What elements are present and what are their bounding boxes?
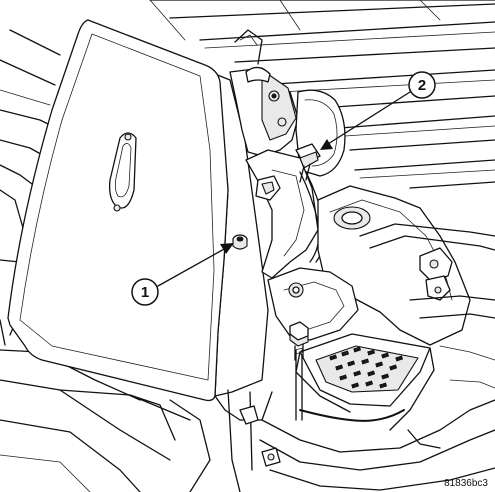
floor-rail-assembly	[267, 185, 495, 421]
bolt-fastener-lower	[289, 321, 309, 361]
grate-holes	[329, 346, 404, 389]
grated-plate	[295, 333, 435, 431]
callout-1-leader	[157, 243, 234, 287]
callout-2: 2	[408, 71, 436, 99]
cover-panel	[7, 19, 269, 402]
callout-2-label: 2	[418, 77, 426, 94]
callout-2-leader	[320, 91, 411, 150]
lower-frame	[214, 345, 495, 492]
callout-1: 1	[131, 278, 159, 306]
panel-slot	[108, 132, 137, 212]
seat-structure-left	[0, 29, 211, 492]
figure-id: 81836bc3	[444, 478, 488, 489]
bolt-fastener-2	[295, 143, 321, 183]
callout-1-label: 1	[141, 284, 149, 301]
bolt-fastener-1	[232, 234, 248, 250]
